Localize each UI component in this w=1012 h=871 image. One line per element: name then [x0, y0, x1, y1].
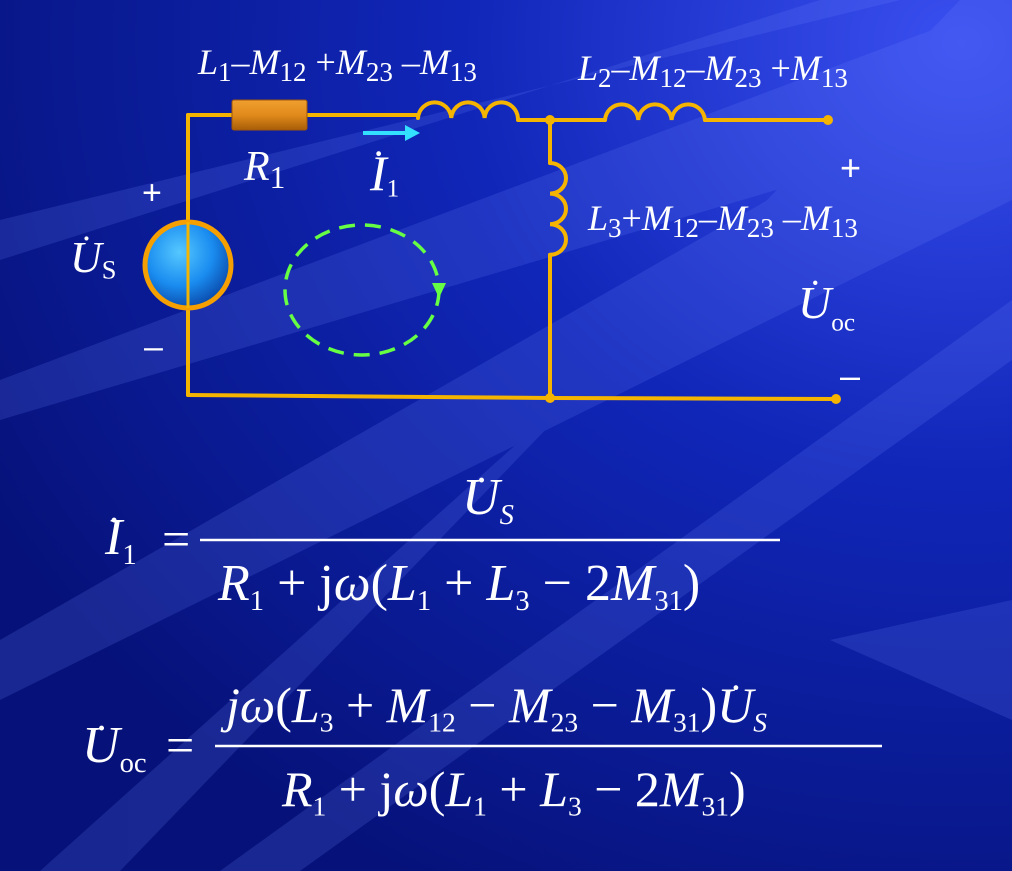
- eq2-numerator: jω(L3 + M12 − M23 − M31)U·S: [226, 665, 768, 738]
- eq1-denominator: R1 + jω(L1 + L3 − 2M31): [218, 555, 701, 617]
- resistor-r1: [231, 99, 308, 131]
- eq1-equals: =: [162, 511, 191, 567]
- label-current-i1: I·1: [370, 131, 400, 203]
- mesh-loop-arrow-icon: [283, 223, 446, 357]
- eq2-equals: =: [166, 717, 195, 773]
- label-top-right-inductance: L2–M12–M23 +M13: [578, 48, 848, 93]
- inductor-3: [548, 161, 568, 257]
- junction-bottom: [545, 393, 555, 403]
- source-minus-sign: –: [144, 328, 163, 366]
- eq2-lhs: U·oc: [82, 704, 147, 779]
- inductor-1: [416, 100, 520, 120]
- eq2-denominator: R1 + jω(L1 + L3 − 2M31): [282, 761, 746, 822]
- source-plus-sign: +: [142, 174, 162, 212]
- label-output-voltage: U·oc: [798, 261, 856, 337]
- terminal-bottom: [831, 394, 841, 404]
- inductor-2: [603, 102, 707, 122]
- current-arrow-icon: [363, 125, 420, 141]
- terminal-top: [823, 115, 833, 125]
- label-top-left-inductance: L1–M12 +M23 –M13: [198, 42, 477, 87]
- label-resistor: R1: [244, 144, 286, 195]
- wire-bottom-1: [186, 393, 552, 400]
- eq1-lhs: I·1: [105, 496, 137, 571]
- eq1-numerator: U·S: [462, 456, 514, 531]
- output-minus-sign: –: [840, 355, 861, 396]
- label-shunt-inductance: L3+M12–M23 –M13: [588, 198, 858, 243]
- junction-top: [545, 115, 555, 125]
- wire-bottom-2: [548, 396, 838, 401]
- label-source-voltage: U·S: [70, 219, 117, 285]
- output-plus-sign: +: [840, 147, 862, 188]
